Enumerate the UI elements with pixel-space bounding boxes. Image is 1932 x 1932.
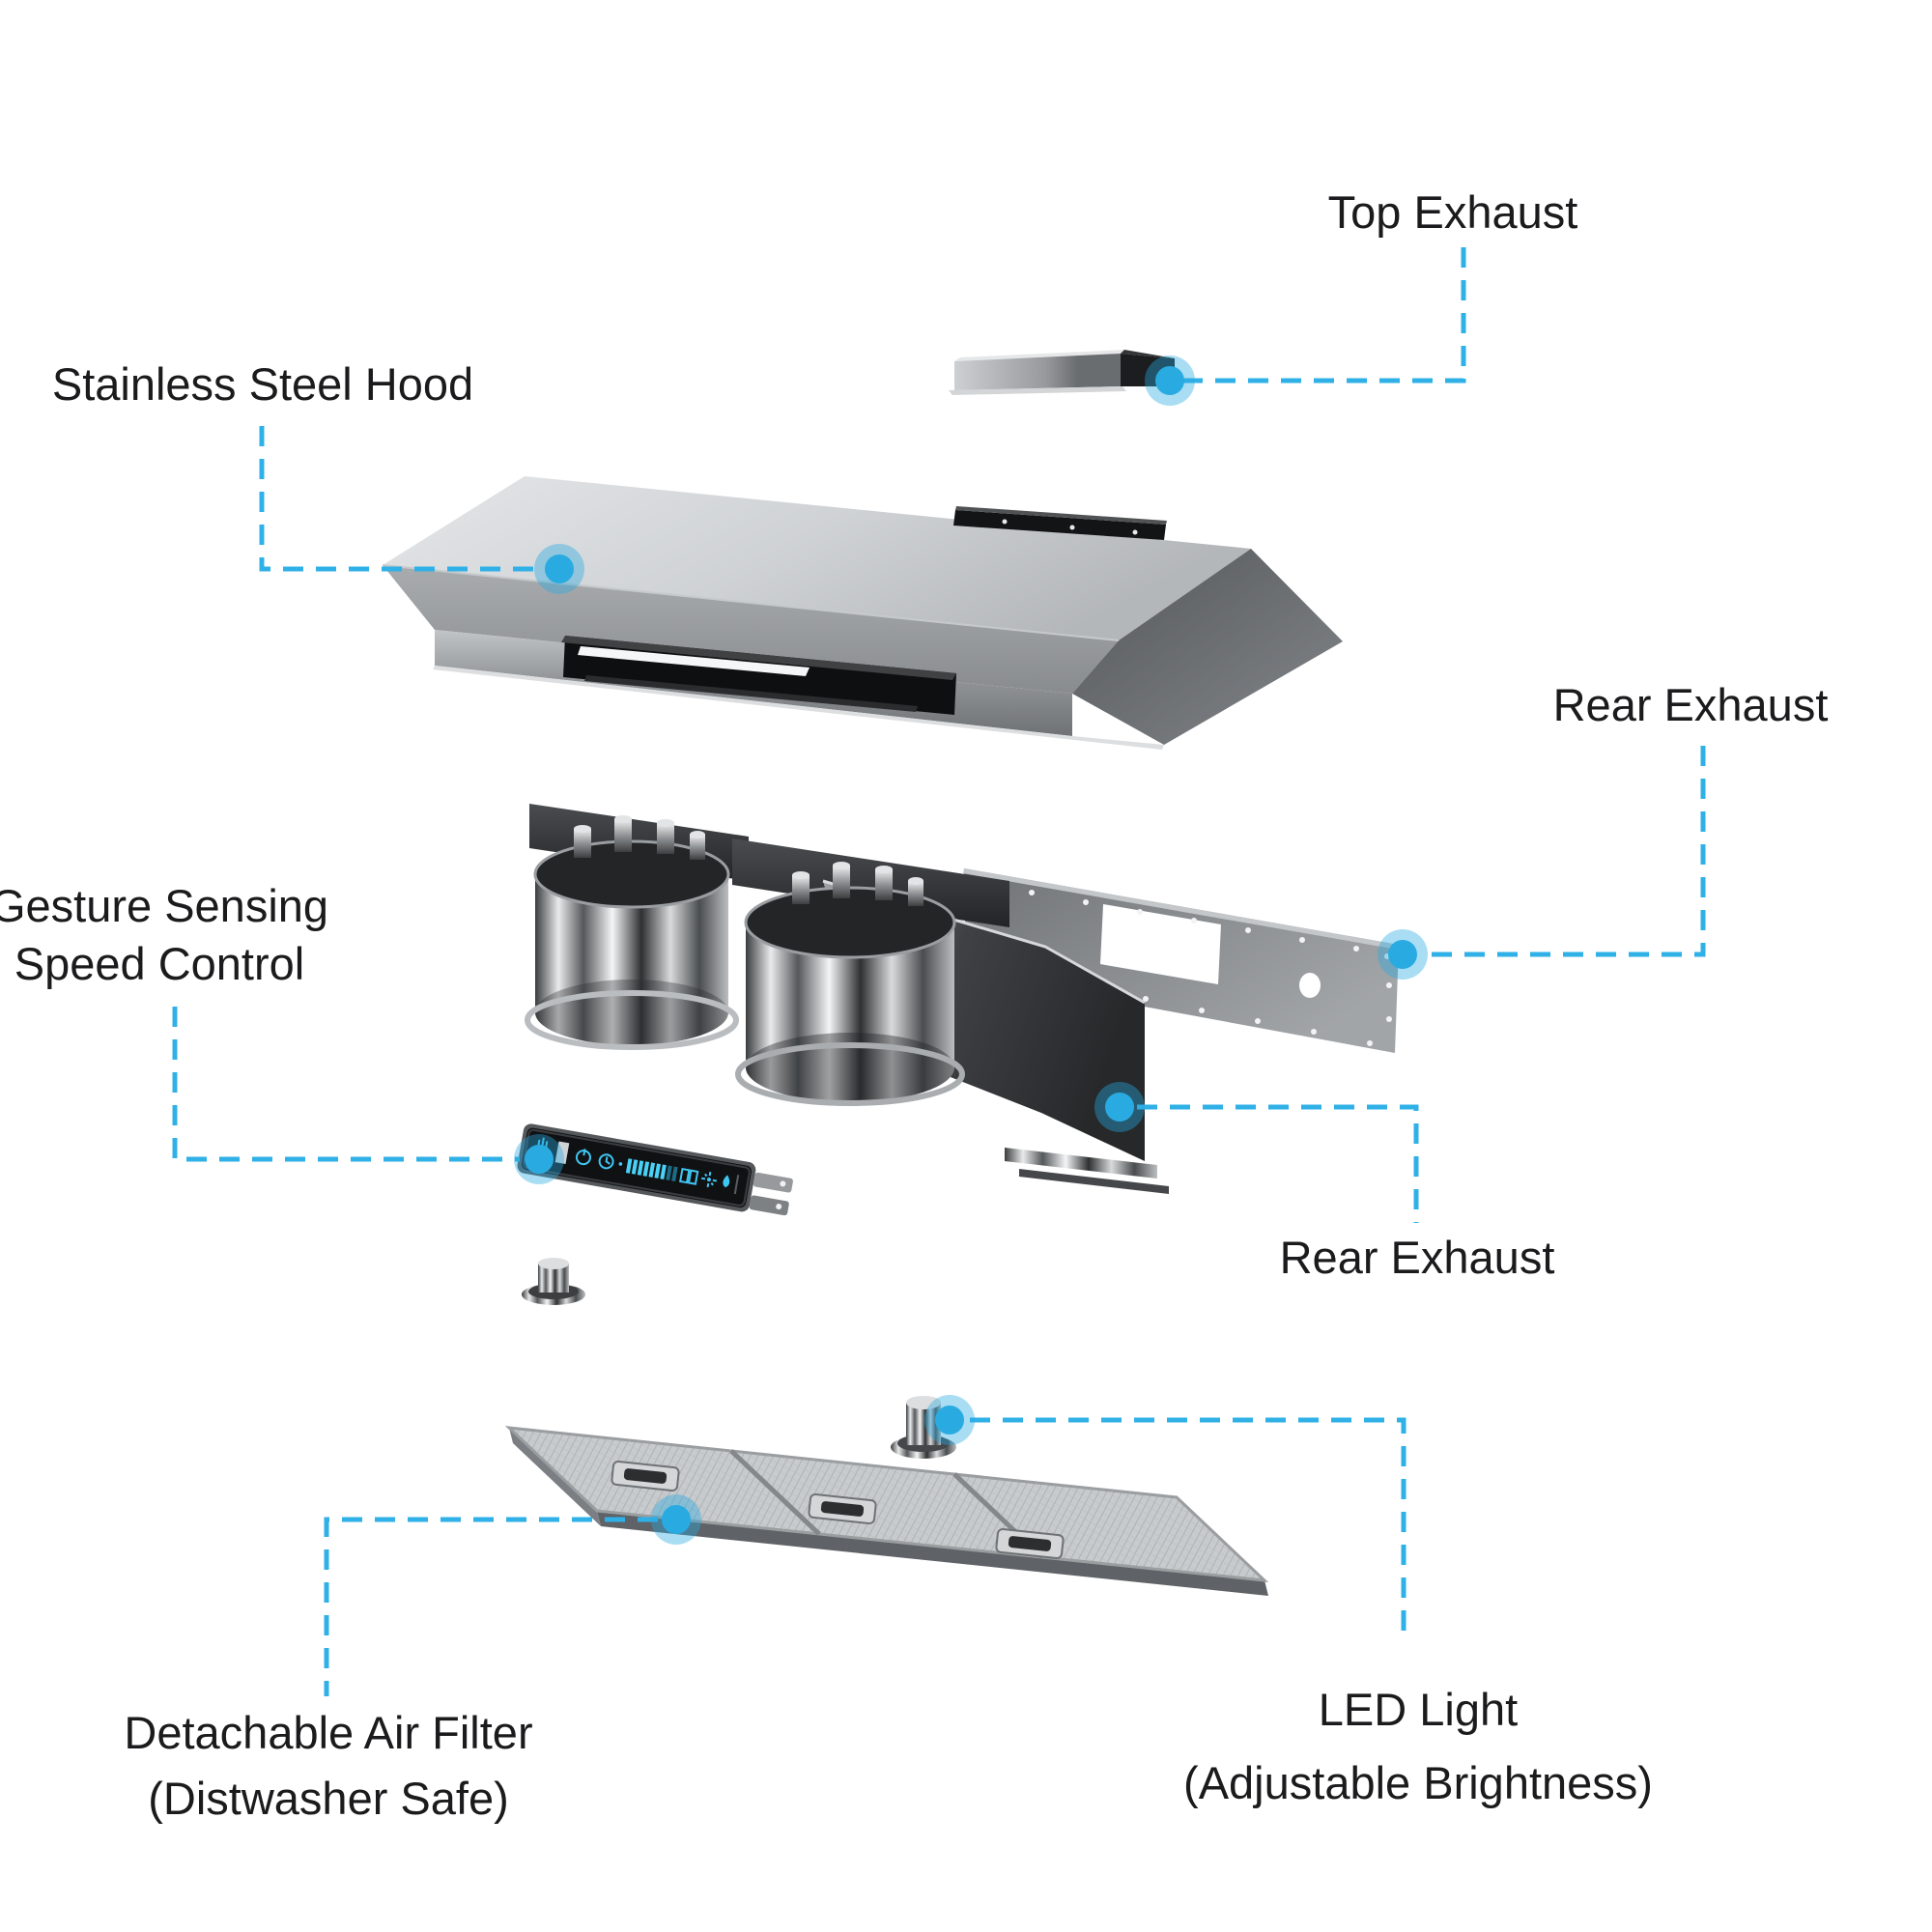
callout-dot-rear-exhaust-upper [1378, 929, 1428, 980]
digit-display [679, 1167, 699, 1185]
label-filter-line1: Detachable Air Filter [124, 1707, 533, 1758]
damper-knob [522, 1258, 585, 1305]
callout-line-stainless-hood [259, 426, 541, 572]
gesture-control-panel [517, 1123, 793, 1216]
mounting-bracket [749, 1172, 793, 1216]
label-led-line1: LED Light [1318, 1684, 1519, 1735]
label-top-exhaust: Top Exhaust [1327, 186, 1578, 238]
callout-line-rear-exhaust-upper [1430, 746, 1706, 957]
label-rear-exhaust-lower: Rear Exhaust [1279, 1232, 1555, 1283]
three-section-mesh-air-filter [504, 1426, 1269, 1596]
callout-line-led [970, 1417, 1406, 1642]
sensor-window-icon [554, 1141, 570, 1165]
callout-line-rear-exhaust-lower [1137, 1104, 1419, 1223]
callout-dot-rear-exhaust-lower [1094, 1082, 1145, 1132]
speed-bar-display [625, 1158, 678, 1182]
rear-exhaust-back-panel [963, 868, 1399, 1053]
right-centrifugal-blower [735, 862, 965, 1106]
label-stainless-steel-hood: Stainless Steel Hood [51, 358, 474, 410]
fan-icon [700, 1172, 718, 1188]
filter-clip [995, 1528, 1065, 1559]
callout-dot-led [924, 1395, 975, 1445]
filter-clip [611, 1461, 680, 1492]
label-led-light: LED Light (Adjustable Brightness) [1183, 1673, 1653, 1820]
label-rear-exhaust-upper: Rear Exhaust [1552, 679, 1829, 730]
led-light-module [891, 1396, 956, 1459]
callout-dots [514, 355, 1428, 1545]
callout-dot-gesture [514, 1134, 564, 1184]
callout-line-gesture [172, 1007, 520, 1162]
callout-dot-filter [651, 1494, 701, 1545]
blower-assembly [525, 804, 1169, 1194]
left-blower-motor-studs [574, 815, 705, 860]
filter-clip [808, 1493, 877, 1524]
timer-icon [598, 1153, 614, 1170]
power-icon [575, 1149, 591, 1166]
callout-dot-stainless-hood [534, 544, 584, 594]
hood-front-handle-slot [561, 636, 956, 715]
label-led-line2: (Adjustable Brightness) [1183, 1757, 1653, 1808]
callout-line-filter [324, 1517, 658, 1696]
top-exhaust-duct-cover [949, 350, 1175, 395]
label-gesture-sensing-speed-control: Gesture Sensing Speed Control [0, 877, 328, 993]
label-gesture-line2: Speed Control [14, 938, 305, 989]
left-centrifugal-blower [525, 815, 739, 1050]
callout-dot-top-exhaust [1145, 355, 1195, 406]
water-droplet-icon [723, 1175, 730, 1188]
label-gesture-line1: Gesture Sensing [0, 880, 329, 931]
stainless-steel-hood-body [382, 476, 1343, 750]
right-blower-motor-studs [792, 862, 923, 906]
label-detachable-air-filter: Detachable Air Filter (Distwasher Safe) [124, 1700, 532, 1832]
hood-top-exhaust-cutout [953, 506, 1167, 540]
callout-line-top-exhaust [1182, 245, 1466, 384]
label-filter-line2: (Distwasher Safe) [148, 1773, 509, 1824]
